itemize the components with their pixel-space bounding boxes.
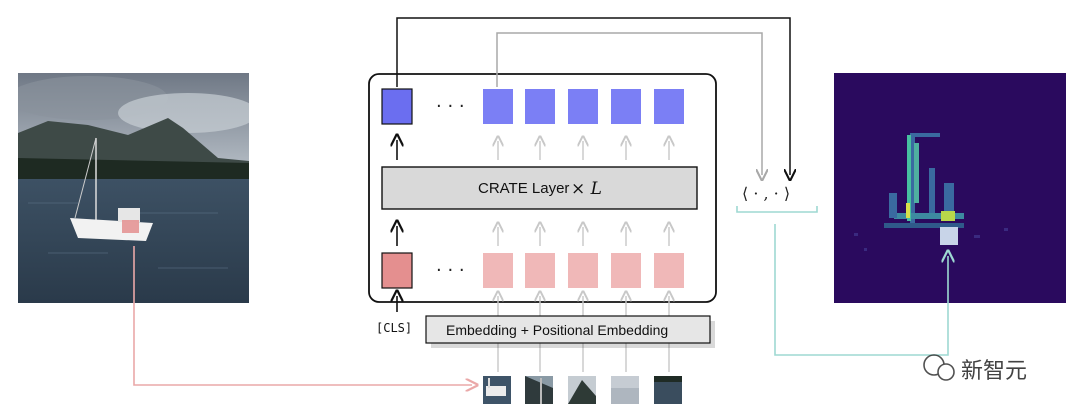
input-token (568, 253, 598, 288)
attention-map (834, 73, 1066, 303)
input-token (611, 253, 641, 288)
image-patch (568, 376, 596, 404)
watermark: 新智元 (923, 354, 1027, 384)
attention-output-arrow (774, 224, 948, 356)
cls-label: [CLS] (376, 321, 412, 335)
embedding-label: Embedding + Positional Embedding (446, 322, 668, 338)
image-patch (654, 376, 682, 404)
output-token (654, 89, 684, 124)
embedding-box (425, 315, 711, 344)
input-token (483, 253, 513, 288)
output-token (611, 89, 641, 124)
output-token (568, 89, 598, 124)
crate-layer-label: CRATE Layer (478, 180, 569, 197)
cls-to-inner-product-arrow (396, 17, 790, 175)
output-token (483, 89, 513, 124)
input-cls-token (381, 252, 413, 289)
image-patches (483, 376, 682, 404)
crate-layer-multiplier: × L (571, 179, 602, 199)
patch-extraction-arrow (133, 246, 472, 385)
output-ellipsis: · · · (436, 96, 465, 117)
image-patch (611, 376, 639, 404)
inner-product-bracket (736, 206, 818, 213)
input-patch-tokens (483, 253, 684, 288)
input-token (525, 253, 555, 288)
output-token (525, 89, 555, 124)
image-patch (525, 376, 553, 404)
inner-product-label: ⟨ · , · ⟩ (742, 184, 790, 203)
output-patch-tokens (483, 89, 684, 124)
input-ellipsis: · · · (436, 260, 465, 281)
watermark-text: 新智元 (961, 359, 1027, 384)
token-to-inner-product-arrow (496, 32, 762, 175)
image-patch (483, 376, 511, 404)
transformer-box (368, 73, 717, 303)
input-token (654, 253, 684, 288)
output-cls-token (381, 88, 413, 125)
crate-layer-box (381, 166, 698, 210)
